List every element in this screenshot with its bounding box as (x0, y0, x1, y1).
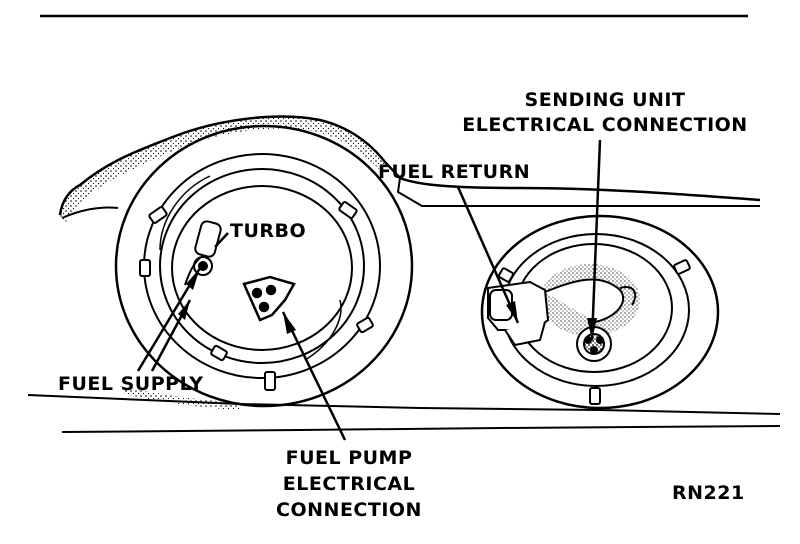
label-fuel-return: FUEL RETURN (378, 161, 531, 183)
arrowhead-fuel-return (506, 301, 518, 323)
left-mounting-ring (114, 124, 414, 408)
label-fuel-supply: FUEL SUPPLY (58, 373, 204, 395)
turbo-fitting (184, 220, 222, 286)
skirt-shading (120, 386, 240, 410)
leader-sending-unit (590, 139, 602, 341)
arrowhead-fuel-supply-2 (178, 300, 190, 320)
leader-fuel-return (456, 186, 520, 324)
leader-fuel-pump (281, 311, 347, 441)
label-fuel-pump-line1: FUEL PUMP (285, 447, 413, 469)
arrowhead-fuel-pump (283, 312, 296, 334)
fuel-pump-connector (242, 275, 296, 322)
arrowhead-fuel-supply-1 (186, 268, 200, 290)
arrowheads (178, 268, 597, 340)
sending-unit-tubes (487, 278, 637, 347)
left-ring-tabs (139, 201, 374, 391)
right-ring-tabs (498, 259, 691, 405)
arrowhead-sending-unit (587, 318, 597, 340)
label-sending-unit-line1: SENDING UNIT (524, 89, 686, 111)
label-fuel-pump-line2: ELECTRICAL (282, 473, 416, 495)
label-sending-unit-line2: ELECTRICAL CONNECTION (462, 114, 748, 136)
leader-turbo (214, 232, 229, 248)
label-turbo: TURBO (230, 220, 307, 242)
label-fuel-pump-line3: CONNECTION (276, 499, 422, 521)
fender-shading (60, 116, 385, 222)
sending-unit-connector (576, 326, 612, 362)
figure-code: RN221 (672, 482, 745, 504)
